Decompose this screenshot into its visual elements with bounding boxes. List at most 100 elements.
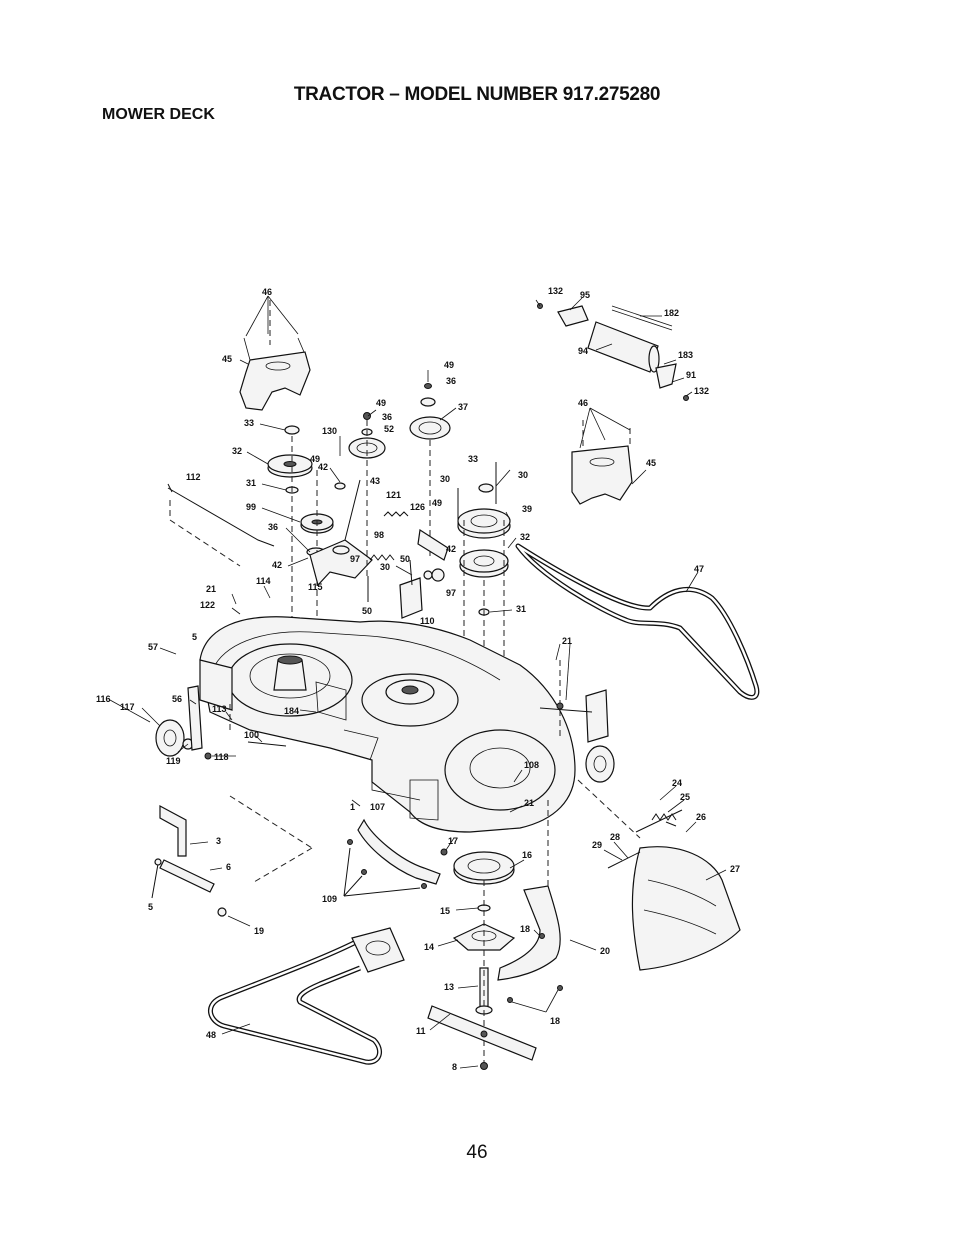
gauge-wheel-right bbox=[556, 660, 615, 783]
callout-132: 132 bbox=[548, 286, 563, 296]
callout-46: 46 bbox=[578, 398, 588, 408]
callout-109: 109 bbox=[322, 894, 337, 904]
callout-37: 37 bbox=[458, 402, 468, 412]
callout-45: 45 bbox=[222, 354, 232, 364]
hanger-arms bbox=[151, 795, 313, 917]
callout-121: 121 bbox=[386, 490, 401, 500]
callout-118: 118 bbox=[214, 752, 229, 762]
callout-132: 132 bbox=[694, 386, 709, 396]
callout-36: 36 bbox=[382, 412, 392, 422]
callout-42: 42 bbox=[318, 462, 328, 472]
callout-36: 36 bbox=[446, 376, 456, 386]
pulley-stack-left bbox=[267, 425, 334, 640]
callout-27: 27 bbox=[730, 864, 740, 874]
callout-122: 122 bbox=[200, 600, 215, 610]
callout-48: 48 bbox=[206, 1030, 216, 1040]
callout-94: 94 bbox=[578, 346, 588, 356]
callout-42: 42 bbox=[272, 560, 282, 570]
callout-39: 39 bbox=[522, 504, 532, 514]
callout-114: 114 bbox=[256, 576, 271, 586]
callout-46: 46 bbox=[262, 287, 272, 297]
callout-47: 47 bbox=[694, 564, 704, 574]
callout-1: 1 bbox=[350, 802, 355, 812]
idler-arm bbox=[309, 479, 373, 587]
callout-24: 24 bbox=[672, 778, 682, 788]
callout-31: 31 bbox=[246, 478, 256, 488]
callout-45: 45 bbox=[646, 458, 656, 468]
callout-33: 33 bbox=[468, 454, 478, 464]
callout-117: 117 bbox=[120, 702, 135, 712]
belt-cover-left bbox=[239, 295, 311, 411]
callout-108: 108 bbox=[524, 760, 539, 770]
callout-20: 20 bbox=[600, 946, 610, 956]
page-number: 46 bbox=[466, 1142, 488, 1163]
callout-36: 36 bbox=[268, 522, 278, 532]
callout-19: 19 bbox=[254, 926, 264, 936]
callout-57: 57 bbox=[148, 642, 158, 652]
callout-49: 49 bbox=[444, 360, 454, 370]
callout-8: 8 bbox=[452, 1062, 457, 1072]
callout-52: 52 bbox=[384, 424, 394, 434]
callout-25: 25 bbox=[680, 792, 690, 802]
callout-15: 15 bbox=[440, 906, 450, 916]
pulley-stack-right bbox=[457, 462, 511, 820]
callout-42: 42 bbox=[446, 544, 456, 554]
callout-116: 116 bbox=[96, 694, 111, 704]
callout-50: 50 bbox=[362, 606, 372, 616]
callout-30: 30 bbox=[380, 562, 390, 572]
callout-28: 28 bbox=[610, 832, 620, 842]
callout-130: 130 bbox=[322, 426, 337, 436]
callout-32: 32 bbox=[232, 446, 242, 456]
callout-13: 13 bbox=[444, 982, 454, 992]
callout-182: 182 bbox=[664, 308, 679, 318]
callout-110: 110 bbox=[420, 616, 435, 626]
callout-97: 97 bbox=[446, 588, 456, 598]
callout-30: 30 bbox=[440, 474, 450, 484]
roller-assembly bbox=[537, 303, 689, 401]
callout-11: 11 bbox=[416, 1026, 426, 1036]
callout-49: 49 bbox=[376, 398, 386, 408]
callout-183: 183 bbox=[678, 350, 693, 360]
callout-14: 14 bbox=[424, 942, 434, 952]
callout-112: 112 bbox=[186, 472, 201, 482]
callout-26: 26 bbox=[696, 812, 706, 822]
callout-5: 5 bbox=[148, 902, 153, 912]
baffle bbox=[343, 818, 441, 897]
section-title: MOWER DECK bbox=[102, 106, 215, 123]
callout-leaders bbox=[109, 297, 727, 1069]
springs bbox=[369, 511, 409, 561]
spindle-assembly bbox=[440, 848, 516, 1068]
callout-107: 107 bbox=[370, 802, 385, 812]
callout-115: 115 bbox=[308, 582, 323, 592]
belt-cover-right bbox=[571, 407, 633, 505]
callout-21: 21 bbox=[562, 636, 572, 646]
bracket-110 bbox=[367, 528, 449, 619]
callout-97: 97 bbox=[350, 554, 360, 564]
callout-18: 18 bbox=[520, 924, 530, 934]
page-title: TRACTOR – MODEL NUMBER 917.275280 bbox=[293, 84, 661, 105]
callout-30: 30 bbox=[518, 470, 528, 480]
chute-deflector bbox=[497, 800, 563, 1003]
idler-pulley-right bbox=[409, 383, 451, 560]
callout-labels: 46 45 33 32 31 112 99 36 42 42 49 130 49… bbox=[96, 286, 740, 1072]
rod-112 bbox=[167, 483, 275, 567]
callout-49: 49 bbox=[310, 454, 320, 464]
callout-21: 21 bbox=[524, 798, 534, 808]
callout-31: 31 bbox=[516, 604, 526, 614]
callout-95: 95 bbox=[580, 290, 590, 300]
idler-pulley-center bbox=[348, 412, 386, 580]
callout-99: 99 bbox=[246, 502, 256, 512]
callout-49: 49 bbox=[432, 498, 442, 508]
callout-18: 18 bbox=[550, 1016, 560, 1026]
callout-113: 113 bbox=[212, 704, 227, 714]
callout-6: 6 bbox=[226, 862, 231, 872]
discharge-chute bbox=[577, 779, 741, 971]
gauge-wheel-left bbox=[155, 685, 287, 760]
blade bbox=[427, 1005, 537, 1070]
callout-91: 91 bbox=[686, 370, 696, 380]
belt-48 bbox=[208, 927, 405, 1065]
callout-17: 17 bbox=[448, 836, 458, 846]
callout-43: 43 bbox=[370, 476, 380, 486]
callout-33: 33 bbox=[244, 418, 254, 428]
